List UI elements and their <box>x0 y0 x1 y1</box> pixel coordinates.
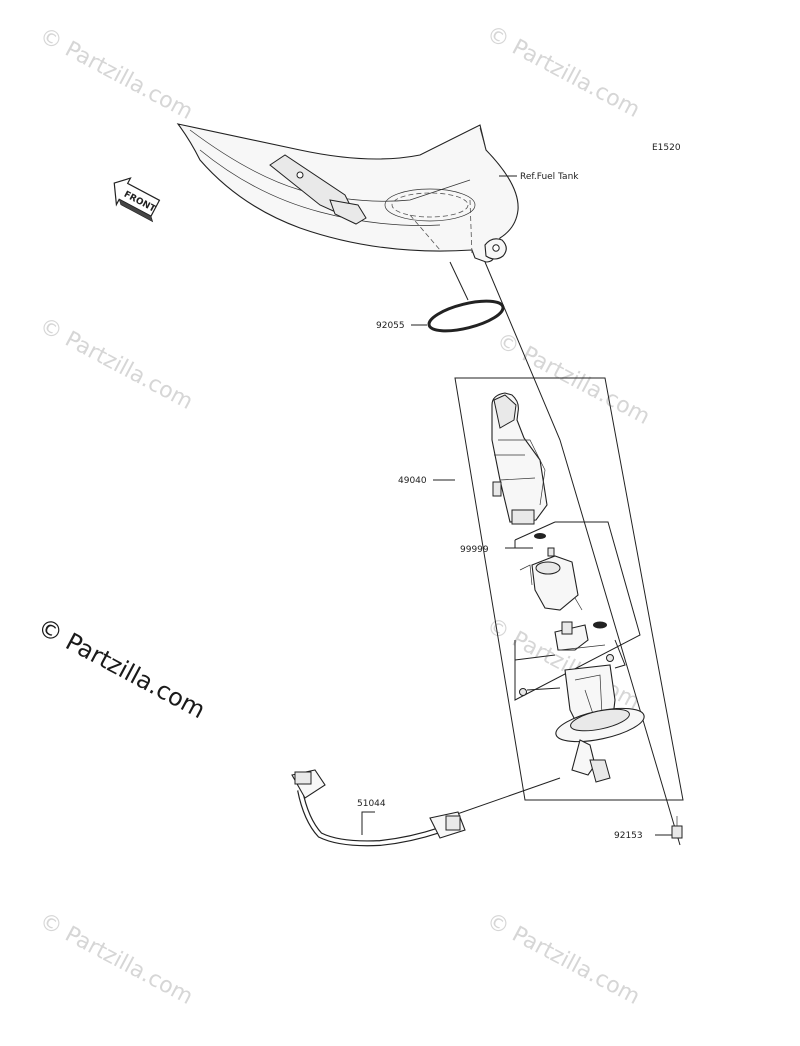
watermark-top-left: © Partzilla.com <box>35 23 197 125</box>
fuel-pump-assembly-49040: 49040 99999 <box>398 377 684 801</box>
front-arrow-icon: FRONT <box>113 177 161 223</box>
part-label-51044: 51044 <box>357 799 386 809</box>
part-label-99999: 99999 <box>460 545 489 555</box>
wiring-harness-51044: 51044 <box>291 769 561 847</box>
assembly-axis-line-upper <box>449 261 469 301</box>
diagram-code: E1520 <box>652 143 681 153</box>
gasket-92055: 92055 <box>376 299 505 333</box>
bolt-92153: 92153 <box>614 816 683 841</box>
fuel-tank-reference: Ref.Fuel Tank <box>176 123 579 263</box>
assembly-axis-line <box>484 261 681 846</box>
part-label-92055: 92055 <box>376 321 405 331</box>
part-label-92153: 92153 <box>614 831 643 841</box>
watermark-bottom-right: © Partzilla.com <box>482 908 644 1010</box>
part-label-49040: 49040 <box>398 476 427 486</box>
watermark-top-right: © Partzilla.com <box>482 21 644 123</box>
watermark-bottom-left: © Partzilla.com <box>35 908 197 1010</box>
ref-fuel-tank-label: Ref.Fuel Tank <box>520 172 579 182</box>
watermark-main: © Partzilla.com <box>33 613 210 725</box>
watermark-mid-left: © Partzilla.com <box>35 313 197 415</box>
